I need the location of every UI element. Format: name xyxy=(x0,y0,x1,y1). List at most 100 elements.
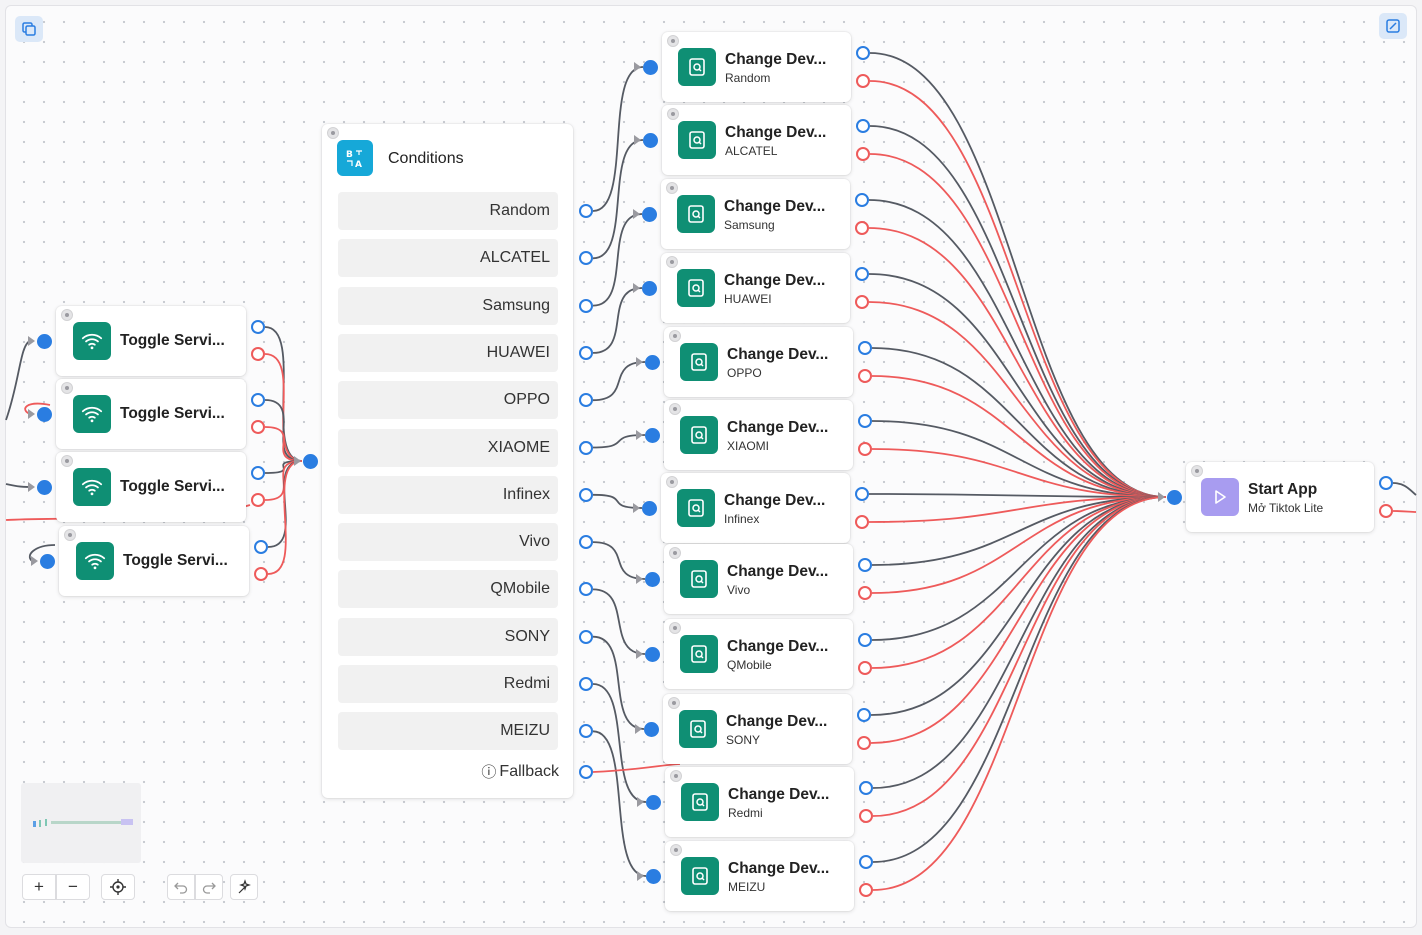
condition-option[interactable]: Vivo xyxy=(338,523,558,562)
condition-output-handle[interactable] xyxy=(579,677,593,691)
copy-button[interactable] xyxy=(15,16,43,42)
input-handle[interactable] xyxy=(644,354,660,370)
success-output-handle[interactable] xyxy=(856,119,870,133)
change-device-node[interactable]: Change Dev...ALCATEL xyxy=(662,105,851,175)
zoom-out-button[interactable]: − xyxy=(56,874,90,900)
input-handle[interactable] xyxy=(644,427,660,443)
success-output-handle[interactable] xyxy=(251,393,265,407)
condition-option[interactable]: OPPO xyxy=(338,381,558,420)
error-output-handle[interactable] xyxy=(856,74,870,88)
condition-option[interactable]: SONY xyxy=(338,617,558,656)
condition-output-handle[interactable] xyxy=(579,724,593,739)
condition-option[interactable]: ALCATEL xyxy=(338,239,558,278)
error-output-handle[interactable] xyxy=(858,586,872,600)
error-output-handle[interactable] xyxy=(856,147,870,161)
condition-output-handle[interactable] xyxy=(579,204,593,218)
error-output-handle[interactable] xyxy=(858,442,872,456)
error-output-handle[interactable] xyxy=(855,515,869,529)
error-output-handle[interactable] xyxy=(858,369,872,383)
redo-button[interactable] xyxy=(195,874,223,900)
success-output-handle[interactable] xyxy=(856,46,870,60)
error-output-handle[interactable] xyxy=(251,347,265,361)
error-output-handle[interactable] xyxy=(859,809,873,823)
input-handle[interactable] xyxy=(36,406,52,422)
change-device-node[interactable]: Change Dev...XIAOMI xyxy=(664,400,853,470)
input-handle[interactable] xyxy=(1166,489,1182,505)
condition-output-handle[interactable] xyxy=(579,251,593,266)
success-output-handle[interactable] xyxy=(858,414,872,428)
change-device-node[interactable]: Change Dev...Vivo xyxy=(664,544,853,614)
error-output-handle[interactable] xyxy=(251,420,265,434)
success-output-handle[interactable] xyxy=(858,341,872,355)
auto-layout-button[interactable] xyxy=(230,874,258,900)
error-output-handle[interactable] xyxy=(857,736,871,750)
condition-output-handle[interactable] xyxy=(579,582,593,597)
change-device-node[interactable]: Change Dev...SONY xyxy=(663,694,852,764)
input-handle[interactable] xyxy=(642,132,658,148)
fit-view-button[interactable] xyxy=(101,874,135,900)
toggle-service-node[interactable]: Toggle Servi... xyxy=(56,452,246,522)
input-handle[interactable] xyxy=(39,553,55,569)
edit-button[interactable] xyxy=(1379,13,1407,39)
minimap[interactable] xyxy=(21,783,141,863)
change-device-node[interactable]: Change Dev...Redmi xyxy=(665,767,854,837)
error-output-handle[interactable] xyxy=(859,883,873,897)
success-output-handle[interactable] xyxy=(855,487,869,501)
success-output-handle[interactable] xyxy=(251,320,265,334)
zoom-in-button[interactable]: + xyxy=(22,874,56,900)
undo-button[interactable] xyxy=(167,874,195,900)
condition-option[interactable]: Redmi xyxy=(338,665,558,703)
change-device-node[interactable]: Change Dev...Random xyxy=(662,32,851,102)
change-device-node[interactable]: Change Dev...MEIZU xyxy=(665,841,854,911)
condition-output-handle[interactable] xyxy=(579,440,593,455)
input-handle[interactable] xyxy=(643,721,659,737)
error-output-handle[interactable] xyxy=(254,567,268,581)
toggle-service-node[interactable]: Toggle Servi... xyxy=(56,379,246,449)
condition-option[interactable]: Random xyxy=(338,192,558,230)
input-handle[interactable] xyxy=(642,59,658,75)
condition-option[interactable]: XIAOME xyxy=(338,428,558,467)
success-output-handle[interactable] xyxy=(859,855,873,869)
error-output-handle[interactable] xyxy=(251,493,265,507)
condition-option[interactable]: MEIZU xyxy=(338,712,558,751)
error-output-handle[interactable] xyxy=(855,295,869,309)
change-device-node[interactable]: Change Dev...Samsung xyxy=(661,179,850,249)
success-output-handle[interactable] xyxy=(857,708,871,722)
input-handle[interactable] xyxy=(641,280,657,296)
success-output-handle[interactable] xyxy=(855,267,869,281)
success-output-handle[interactable] xyxy=(855,193,869,207)
input-handle[interactable] xyxy=(645,794,661,810)
input-handle[interactable] xyxy=(645,868,661,884)
condition-output-handle[interactable] xyxy=(579,629,593,644)
input-handle[interactable] xyxy=(644,646,660,662)
success-output-handle[interactable] xyxy=(858,558,872,572)
error-output-handle[interactable] xyxy=(855,221,869,235)
input-handle[interactable] xyxy=(641,206,657,222)
condition-output-handle[interactable] xyxy=(579,487,593,502)
input-handle[interactable] xyxy=(36,479,52,495)
error-output-handle[interactable] xyxy=(858,661,872,675)
toggle-service-node[interactable]: Toggle Servi... xyxy=(59,526,249,596)
input-handle[interactable] xyxy=(641,500,657,516)
condition-option[interactable]: Samsung xyxy=(338,286,558,325)
input-handle[interactable] xyxy=(36,333,52,349)
change-device-node[interactable]: Change Dev...Infinex xyxy=(661,473,850,543)
condition-output-handle[interactable] xyxy=(579,535,593,550)
hub-input-handle[interactable] xyxy=(302,453,318,469)
condition-option[interactable]: QMobile xyxy=(338,570,558,609)
condition-output-handle[interactable] xyxy=(579,393,593,408)
success-output-handle[interactable] xyxy=(254,540,268,554)
change-device-node[interactable]: Change Dev...HUAWEI xyxy=(661,253,850,323)
condition-option[interactable]: Infinex xyxy=(338,475,558,514)
success-output-handle[interactable] xyxy=(858,633,872,647)
change-device-node[interactable]: Change Dev...OPPO xyxy=(664,327,853,397)
toggle-service-node[interactable]: Toggle Servi... xyxy=(56,306,246,376)
condition-output-handle[interactable] xyxy=(579,345,593,360)
success-output-handle[interactable] xyxy=(859,781,873,795)
input-handle[interactable] xyxy=(644,571,660,587)
fallback-output-handle[interactable] xyxy=(579,765,593,779)
error-output-handle[interactable] xyxy=(1379,504,1393,518)
